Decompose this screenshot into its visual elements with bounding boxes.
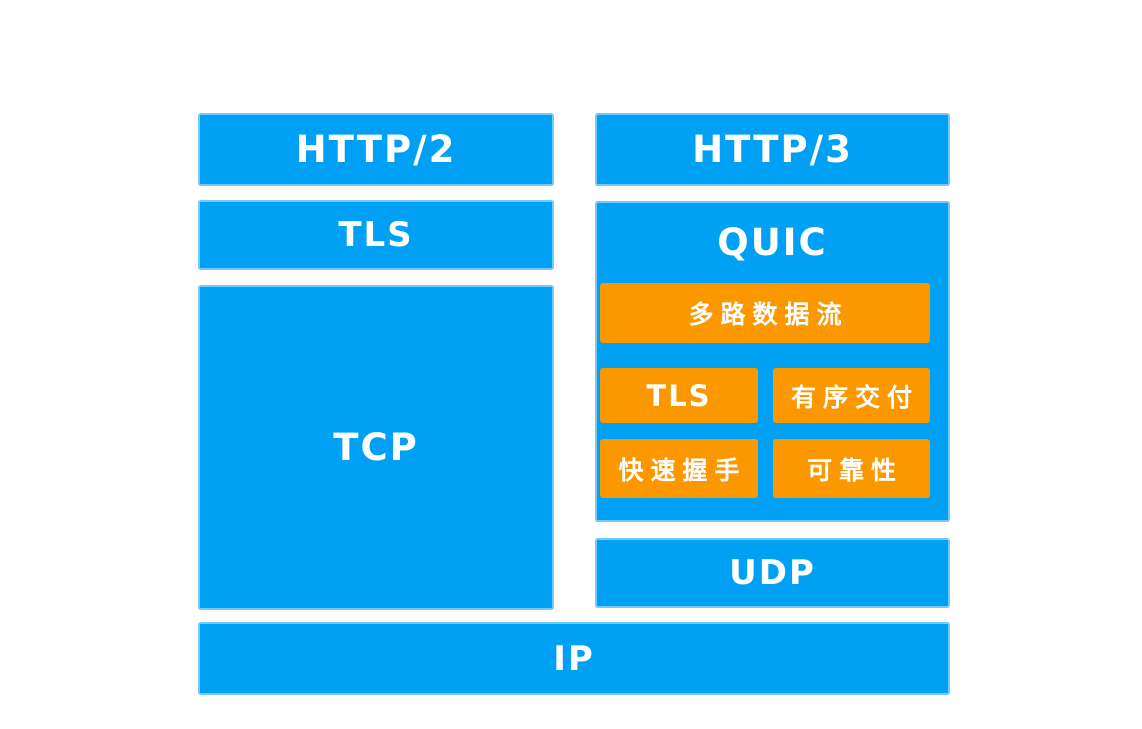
quic-feature-reliability: 可靠性 <box>773 439 930 498</box>
quic-label: QUIC <box>717 220 828 264</box>
quic-tls-label: TLS <box>646 378 712 413</box>
fast-handshake-label: 快速握手 <box>618 455 747 485</box>
ip-label: IP <box>553 638 595 679</box>
udp-label: UDP <box>729 553 816 593</box>
tls-box: TLS <box>198 200 554 270</box>
tcp-label: TCP <box>333 426 419 469</box>
quic-box: QUIC 多路数据流 TLS 有序交付 快速握手 可靠性 <box>595 201 950 522</box>
quic-title: QUIC <box>717 201 827 283</box>
http2-label: HTTP/2 <box>295 128 457 171</box>
udp-box: UDP <box>595 538 950 608</box>
quic-feature-fast-handshake: 快速握手 <box>600 439 758 498</box>
ordered-delivery-label: 有序交付 <box>790 382 919 412</box>
multiplexed-streams-label: 多路数据流 <box>688 300 849 329</box>
tcp-box: TCP <box>198 285 554 610</box>
tls-label: TLS <box>338 215 414 255</box>
http3-box: HTTP/3 <box>595 113 950 186</box>
quic-feature-multiplexed-streams: 多路数据流 <box>600 283 930 343</box>
ip-box: IP <box>198 622 950 695</box>
reliability-label: 可靠性 <box>806 455 903 485</box>
http3-label: HTTP/3 <box>692 128 853 171</box>
http2-box: HTTP/2 <box>198 113 554 186</box>
quic-feature-ordered-delivery: 有序交付 <box>773 368 930 423</box>
quic-feature-tls: TLS <box>600 368 758 423</box>
